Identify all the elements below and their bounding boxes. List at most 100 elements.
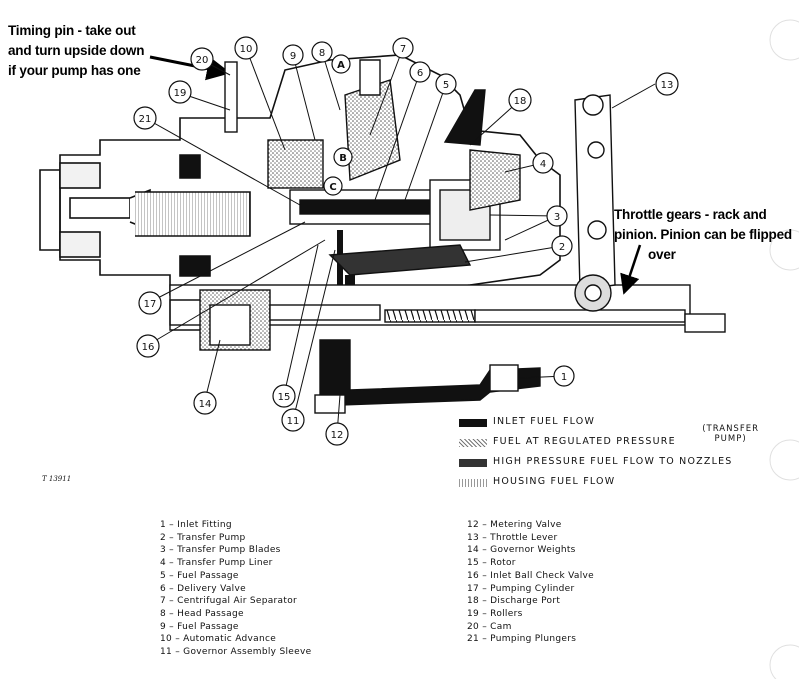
letter-c: C <box>323 176 343 196</box>
part-item: 8 – Head Passage <box>160 608 244 619</box>
legend-item-housing: HOUSING FUEL FLOW <box>459 474 769 494</box>
callout-2-label: 2 <box>559 242 565 253</box>
callout-7-label: 7 <box>400 44 406 55</box>
legend-label-housing: HOUSING FUEL FLOW <box>493 476 616 487</box>
callout-20-label: 20 <box>196 55 209 66</box>
legend-note-line-1: (TRANSFER <box>702 424 759 434</box>
callout-10: 10 <box>234 36 258 60</box>
part-item: 2 – Transfer Pump <box>160 532 246 543</box>
callout-15-label: 15 <box>278 392 291 403</box>
part-item: 9 – Fuel Passage <box>160 621 239 632</box>
legend-item-inlet: INLET FUEL FLOW <box>459 414 769 434</box>
callout-12: 12 <box>325 422 349 446</box>
callout-11-label: 11 <box>287 416 300 427</box>
callout-20: 20 <box>190 47 214 71</box>
legend-swatch-high-pressure <box>459 459 487 467</box>
throttle-gears-annotation: Throttle gears - rack and pinion. Pinion… <box>614 205 792 265</box>
callout-7: 7 <box>392 37 414 59</box>
throttle-gears-line-2: pinion. Pinion can be flipped <box>614 227 792 242</box>
part-item: 21 – Pumping Plungers <box>467 634 577 645</box>
letter-a: A <box>331 54 351 74</box>
callout-9: 9 <box>282 44 304 66</box>
callout-13: 13 <box>655 72 679 96</box>
part-item: 11 – Governor Assembly Sleeve <box>160 647 312 658</box>
timing-pin-line-2: and turn upside down <box>8 43 145 58</box>
part-item: 20 – Cam <box>467 621 512 632</box>
timing-pin-line-1: Timing pin - take out <box>8 23 136 38</box>
part-item: 13 – Throttle Lever <box>467 532 558 543</box>
legend-swatch-regulated <box>459 439 487 447</box>
legend-note-line-2: PUMP) <box>714 434 747 444</box>
callout-9-label: 9 <box>290 51 296 62</box>
letter-b: B <box>333 147 353 167</box>
callout-18-label: 18 <box>514 96 527 107</box>
page-edge-decoration <box>769 19 799 679</box>
callout-8-label: 8 <box>319 48 325 59</box>
timing-pin-arrow <box>149 55 238 133</box>
timing-pin-annotation: Timing pin - take out and turn upside do… <box>8 21 144 81</box>
callout-5-label: 5 <box>443 80 449 91</box>
callout-6-label: 6 <box>417 68 423 79</box>
pump-housing <box>39 54 561 301</box>
callout-11: 11 <box>281 408 305 432</box>
callout-17-label: 17 <box>144 299 157 310</box>
callout-14: 14 <box>193 391 217 415</box>
part-item: 14 – Governor Weights <box>467 545 576 556</box>
part-item: 4 – Transfer Pump Liner <box>160 558 273 569</box>
callout-3: 3 <box>546 205 568 227</box>
callout-21: 21 <box>133 106 157 130</box>
callout-16-label: 16 <box>142 342 155 353</box>
part-item: 19 – Rollers <box>467 608 523 619</box>
parts-list-right: 12 – Metering Valve 13 – Throttle Lever … <box>467 519 594 646</box>
parts-list-left: 1 – Inlet Fitting 2 – Transfer Pump 3 – … <box>160 519 311 659</box>
throttle-gears-line-1: Throttle gears - rack and <box>614 207 767 222</box>
callout-14-label: 14 <box>199 399 212 410</box>
callout-15: 15 <box>272 384 296 408</box>
part-item: 3 – Transfer Pump Blades <box>160 545 281 556</box>
callout-5: 5 <box>435 73 457 95</box>
callout-markers: 1 2 3 4 5 6 7 8 9 10 11 12 13 14 15 16 1… <box>133 36 679 446</box>
callout-19-label: 19 <box>174 88 187 99</box>
callout-6: 6 <box>409 61 431 83</box>
callout-2: 2 <box>551 235 573 257</box>
callout-12-label: 12 <box>331 430 344 441</box>
throttle-gears-arrow <box>620 244 642 295</box>
callout-18: 18 <box>508 88 532 112</box>
callout-4-label: 4 <box>540 159 546 170</box>
callout-10-label: 10 <box>240 44 253 55</box>
callout-16: 16 <box>136 334 160 358</box>
part-item: 6 – Delivery Valve <box>160 583 246 594</box>
callout-1: 1 <box>553 365 575 387</box>
part-item: 12 – Metering Valve <box>467 520 562 530</box>
legend-swatch-inlet <box>459 419 487 427</box>
letter-markers: A B C <box>323 54 353 196</box>
part-item: 16 – Inlet Ball Check Valve <box>467 570 594 581</box>
rotor-assembly <box>267 59 521 305</box>
callout-3-label: 3 <box>554 212 560 223</box>
callout-4: 4 <box>532 152 554 174</box>
letter-c-label: C <box>329 182 336 193</box>
legend-swatch-housing <box>459 479 487 487</box>
letter-a-label: A <box>337 60 345 71</box>
part-item: 10 – Automatic Advance <box>160 634 277 645</box>
callout-13-label: 13 <box>661 80 674 91</box>
inlet-fitting <box>314 339 541 414</box>
legend-item-high-pressure: HIGH PRESSURE FUEL FLOW TO NOZZLES <box>459 454 769 474</box>
letter-b-label: B <box>339 153 347 164</box>
part-item: 18 – Discharge Port <box>467 596 561 607</box>
timing-pin-line-3: if your pump has one <box>8 63 141 78</box>
part-item: 7 – Centrifugal Air Separator <box>160 596 298 607</box>
callout-19: 19 <box>168 80 192 104</box>
callout-8: 8 <box>311 41 333 63</box>
callout-leaders <box>144 47 656 435</box>
part-item: 1 – Inlet Fitting <box>160 520 232 530</box>
legend-label-regulated: FUEL AT REGULATED PRESSURE <box>493 436 676 447</box>
legend-label-inlet: INLET FUEL FLOW <box>493 416 596 427</box>
flow-legend: INLET FUEL FLOW FUEL AT REGULATED PRESSU… <box>459 414 769 494</box>
callout-17: 17 <box>138 291 162 315</box>
legend-label-high-pressure: HIGH PRESSURE FUEL FLOW TO NOZZLES <box>493 456 733 467</box>
governor-shaft <box>169 284 726 351</box>
